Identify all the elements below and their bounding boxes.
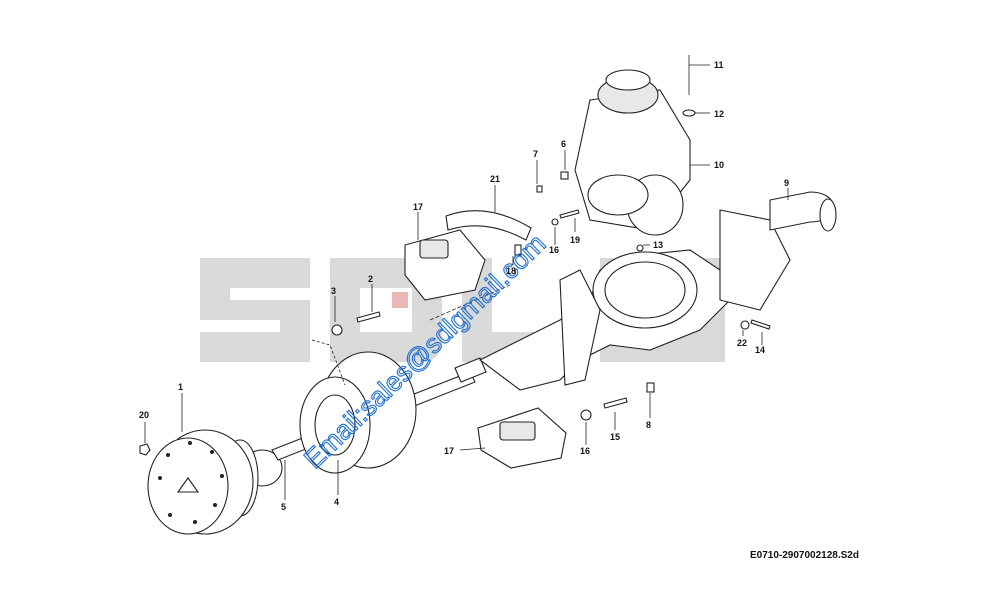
fitting-18 [514,244,522,256]
callout-22: 22 [737,338,747,348]
bolt-19 [559,209,580,219]
assembly-guide-line [429,284,511,321]
callout-labels: 1 2 3 4 5 6 7 8 9 10 11 12 13 14 15 16 1… [139,60,789,512]
callout-17-upper: 17 [413,202,423,212]
screw-7 [536,185,543,193]
callout-16-upper: 16 [549,245,559,255]
callout-5: 5 [281,502,286,512]
assembly-guide-line-2 [311,339,346,386]
callout-1: 1 [178,382,183,392]
callout-15: 15 [610,432,620,442]
callout-9: 9 [784,178,789,188]
nut-22 [740,320,750,330]
callout-20: 20 [139,410,149,420]
part-bolt-20 [139,443,151,456]
breather-13 [636,244,644,252]
watermark-logo-mark [392,292,408,308]
fasteners [331,55,771,421]
washer-3 [331,324,343,336]
callout-6: 6 [561,139,566,149]
part-brake-disc [299,351,417,474]
washer-16-upper [551,218,559,226]
bolt-2 [356,311,381,323]
callout-16-lower: 16 [580,446,590,456]
callout-10: 10 [714,160,724,170]
plug-8 [646,382,655,393]
part-brake-caliper-lower [477,407,567,469]
callout-8: 8 [646,420,651,430]
callout-13: 13 [653,240,663,250]
stud-14 [750,319,771,330]
part-brake-shield [445,210,532,241]
part-differential [574,69,691,236]
callout-12: 12 [714,109,724,119]
part-axle-housing [478,191,837,391]
bolt-15 [603,397,628,409]
callout-3: 3 [331,286,336,296]
callout-2: 2 [368,274,373,284]
callout-18: 18 [506,266,516,276]
drawing-code: E0710-2907002128.S2d [750,550,859,561]
callout-4: 4 [334,497,339,507]
part-hub-assembly [147,429,283,535]
bracket-6 [560,171,569,180]
callout-11: 11 [714,60,724,70]
part-brake-caliper-upper [404,229,486,301]
callout-19: 19 [570,235,580,245]
washer-16 [580,409,592,421]
washer-12 [682,109,696,117]
callout-21: 21 [490,174,500,184]
callout-14: 14 [755,345,765,355]
callout-leaders [144,64,789,500]
callout-17-lower: 17 [444,446,454,456]
callout-7: 7 [533,149,538,159]
